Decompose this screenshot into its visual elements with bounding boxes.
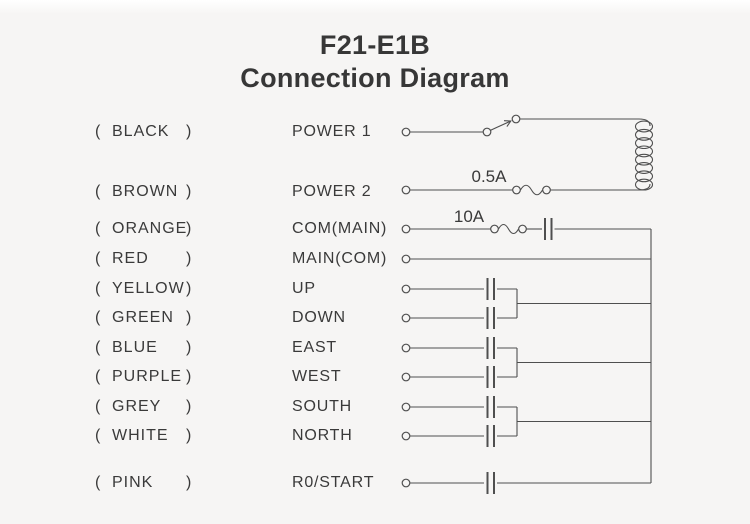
main-com-circuit bbox=[401, 254, 651, 264]
terminal-south bbox=[401, 402, 411, 412]
paren-open: ( bbox=[95, 250, 101, 267]
wire-color-label: PINK bbox=[112, 474, 154, 491]
title-subtitle: Connection Diagram bbox=[240, 63, 510, 93]
paren-close: ) bbox=[186, 474, 192, 491]
function-label: COM(MAIN) bbox=[292, 220, 388, 237]
paren-open: ( bbox=[95, 280, 101, 297]
wire-row-blue: ( BLUE ) EAST bbox=[0, 337, 750, 359]
relay-coil-symbol bbox=[634, 118, 654, 191]
paren-open: ( bbox=[95, 427, 101, 444]
paren-close: ) bbox=[186, 398, 192, 415]
paren-close: ) bbox=[186, 220, 192, 237]
paren-close: ) bbox=[186, 250, 192, 267]
paren-close: ) bbox=[186, 427, 192, 444]
paren-open: ( bbox=[95, 220, 101, 237]
page-top-edge bbox=[0, 0, 750, 14]
wire-row-pink: ( PINK ) R0/START bbox=[0, 472, 750, 494]
terminal-power2 bbox=[401, 185, 411, 195]
paren-close: ) bbox=[186, 183, 192, 200]
wire-row-red: ( RED ) MAIN(COM) bbox=[0, 248, 750, 270]
fuse-symbol-com bbox=[490, 223, 527, 235]
wire-color-label: BLUE bbox=[112, 339, 158, 356]
wire-color-label: RED bbox=[112, 250, 149, 267]
wire-row-grey: ( GREY ) SOUTH bbox=[0, 396, 750, 418]
terminal-west bbox=[401, 372, 411, 382]
switch-pivot-contact bbox=[482, 127, 492, 137]
east-west-pair bbox=[401, 337, 651, 388]
wire-color-label: WHITE bbox=[112, 427, 169, 444]
function-label: POWER 2 bbox=[292, 183, 372, 200]
title-model: F21-E1B bbox=[319, 30, 431, 60]
power1-circuit bbox=[401, 114, 639, 137]
terminal-main-com bbox=[401, 254, 411, 264]
wire-row-purple: ( PURPLE ) WEST bbox=[0, 366, 750, 388]
function-label: UP bbox=[292, 280, 316, 297]
wire-color-label: BLACK bbox=[112, 123, 170, 140]
fuse-rating-com: 10A bbox=[453, 207, 485, 226]
terminal-com-main bbox=[401, 224, 411, 234]
switch-upper-contact bbox=[511, 114, 521, 124]
paren-open: ( bbox=[95, 339, 101, 356]
function-label: MAIN(COM) bbox=[292, 250, 388, 267]
paren-close: ) bbox=[186, 123, 192, 140]
paren-close: ) bbox=[186, 280, 192, 297]
contact-symbol-south bbox=[486, 396, 495, 418]
function-label: SOUTH bbox=[292, 398, 352, 415]
paren-close: ) bbox=[186, 309, 192, 326]
contact-symbol-north bbox=[486, 425, 495, 447]
contact-symbol-west bbox=[486, 366, 495, 388]
contact-symbol-down bbox=[486, 307, 495, 329]
power2-circuit bbox=[401, 184, 639, 196]
wire-row-black: ( BLACK ) POWER 1 bbox=[0, 121, 750, 143]
r0start-circuit bbox=[401, 472, 651, 494]
wire-row-white: ( WHITE ) NORTH bbox=[0, 425, 750, 447]
paren-open: ( bbox=[95, 368, 101, 385]
wire-row-green: ( GREEN ) DOWN bbox=[0, 307, 750, 329]
paren-close: ) bbox=[186, 368, 192, 385]
paren-open: ( bbox=[95, 183, 101, 200]
diagram-title: F21-E1B Connection Diagram bbox=[0, 29, 750, 95]
paren-open: ( bbox=[95, 474, 101, 491]
terminal-north bbox=[401, 431, 411, 441]
function-label: NORTH bbox=[292, 427, 353, 444]
contact-symbol-up bbox=[486, 278, 495, 300]
paren-open: ( bbox=[95, 398, 101, 415]
contact-symbol-com bbox=[544, 218, 553, 240]
function-label: WEST bbox=[292, 368, 342, 385]
fuse-symbol-power2 bbox=[512, 184, 551, 196]
wire-row-brown: ( BROWN ) POWER 2 bbox=[0, 181, 750, 203]
function-label: DOWN bbox=[292, 309, 346, 326]
paren-close: ) bbox=[186, 339, 192, 356]
function-label: R0/START bbox=[292, 474, 375, 491]
wire-row-yellow: ( YELLOW ) UP bbox=[0, 278, 750, 300]
wire-color-label: YELLOW bbox=[112, 280, 185, 297]
south-north-pair bbox=[401, 396, 651, 447]
wire-color-label: GREEN bbox=[112, 309, 174, 326]
terminal-east bbox=[401, 343, 411, 353]
function-label: EAST bbox=[292, 339, 337, 356]
wire-color-label: GREY bbox=[112, 398, 162, 415]
paren-open: ( bbox=[95, 309, 101, 326]
terminal-up bbox=[401, 284, 411, 294]
wire-color-label: PURPLE bbox=[112, 368, 183, 385]
terminal-down bbox=[401, 313, 411, 323]
terminal-r0start bbox=[401, 478, 411, 488]
wire-row-orange: ( ORANGE ) COM(MAIN) bbox=[0, 218, 750, 240]
contact-symbol-east bbox=[486, 337, 495, 359]
wire-color-label: ORANGE bbox=[112, 220, 188, 237]
terminal-power1 bbox=[401, 127, 411, 137]
com-main-circuit bbox=[401, 218, 651, 240]
function-label: POWER 1 bbox=[292, 123, 372, 140]
fuse-rating-power2: 0.5A bbox=[471, 167, 507, 186]
up-down-pair bbox=[401, 278, 651, 329]
contact-symbol-r0start bbox=[486, 472, 495, 494]
paren-open: ( bbox=[95, 123, 101, 140]
switch-blade-arrow bbox=[490, 120, 512, 131]
wire-color-label: BROWN bbox=[112, 183, 179, 200]
